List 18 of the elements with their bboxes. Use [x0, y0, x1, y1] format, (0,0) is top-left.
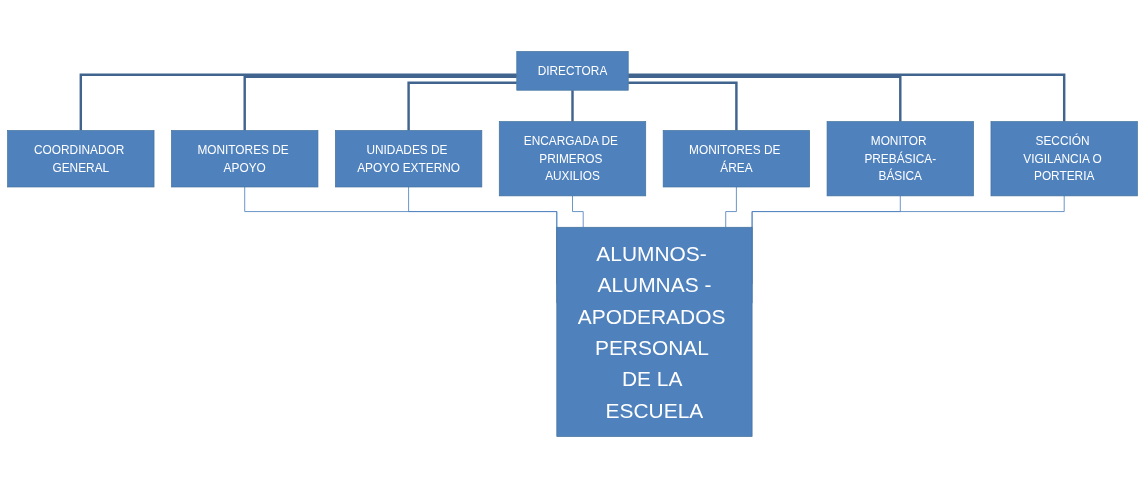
node-box: MONITORES DE ÁREA	[662, 130, 810, 188]
node-box: DIRECTORA	[516, 51, 629, 91]
connector	[407, 81, 517, 131]
connector	[571, 89, 574, 122]
node-box: UNIDADES DE APOYO EXTERNO	[335, 130, 483, 188]
node-box: SECCIÓN VIGILANCIA O PORTERIA	[990, 121, 1138, 197]
node-box: MONITOR PREBÁSICA-BÁSICA	[826, 121, 974, 197]
connector	[572, 195, 584, 228]
connector	[79, 73, 517, 131]
connector	[725, 186, 737, 228]
connector	[243, 75, 517, 131]
node-box: ENCARGADA DE PRIMEROS AUXILIOS	[498, 121, 647, 197]
connector	[628, 73, 1066, 122]
node-box: ALUMNOS- ALUMNAS -APODERADOS PERSONAL DE LA ESCUELA	[556, 226, 753, 437]
connector	[628, 75, 902, 122]
node-box: COORDINADOR GENERAL	[7, 130, 155, 188]
node-box: MONITORES DE APOYO	[171, 130, 319, 188]
connector	[628, 81, 738, 131]
